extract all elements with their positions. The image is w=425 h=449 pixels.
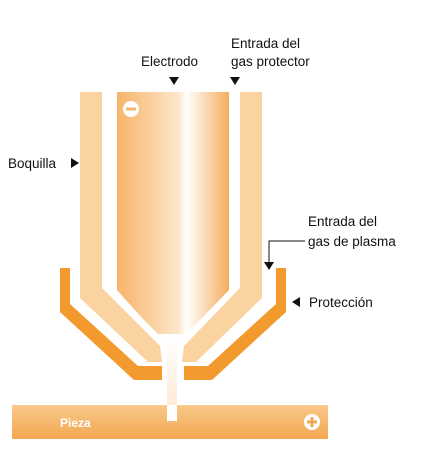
nozzle-arrow-icon [71, 158, 79, 168]
workpiece-label: Pieza [60, 416, 91, 430]
cut-kerf [167, 405, 177, 421]
shield-label: Protección [309, 295, 373, 310]
shield-arrow-icon [292, 297, 300, 307]
nozzle-label: Boquilla [8, 156, 57, 171]
plasma-jet [167, 336, 177, 422]
plus-icon [304, 414, 320, 430]
plasma-gas-label-line2: gas de plasma [308, 234, 396, 249]
shielding-gas-label-line2: gas protector [231, 54, 310, 69]
shielding-gas-label-line1: Entrada del [231, 36, 300, 51]
nozzle-right-wall [182, 92, 262, 362]
electrode-body [117, 92, 229, 334]
shield-right-wall [184, 268, 286, 380]
minus-icon [123, 101, 139, 117]
nozzle-left-wall [80, 92, 162, 362]
shielding-gas-arrow-icon [230, 77, 240, 85]
plasma-gas-leader-line [268, 240, 305, 262]
plasma-gas-arrow-icon [264, 262, 274, 270]
electrode-label: Electrodo [141, 54, 198, 69]
plasma-gas-label-line1: Entrada del [308, 214, 377, 229]
electrode-arrow-icon [169, 77, 179, 85]
shield-left-wall [60, 268, 162, 380]
